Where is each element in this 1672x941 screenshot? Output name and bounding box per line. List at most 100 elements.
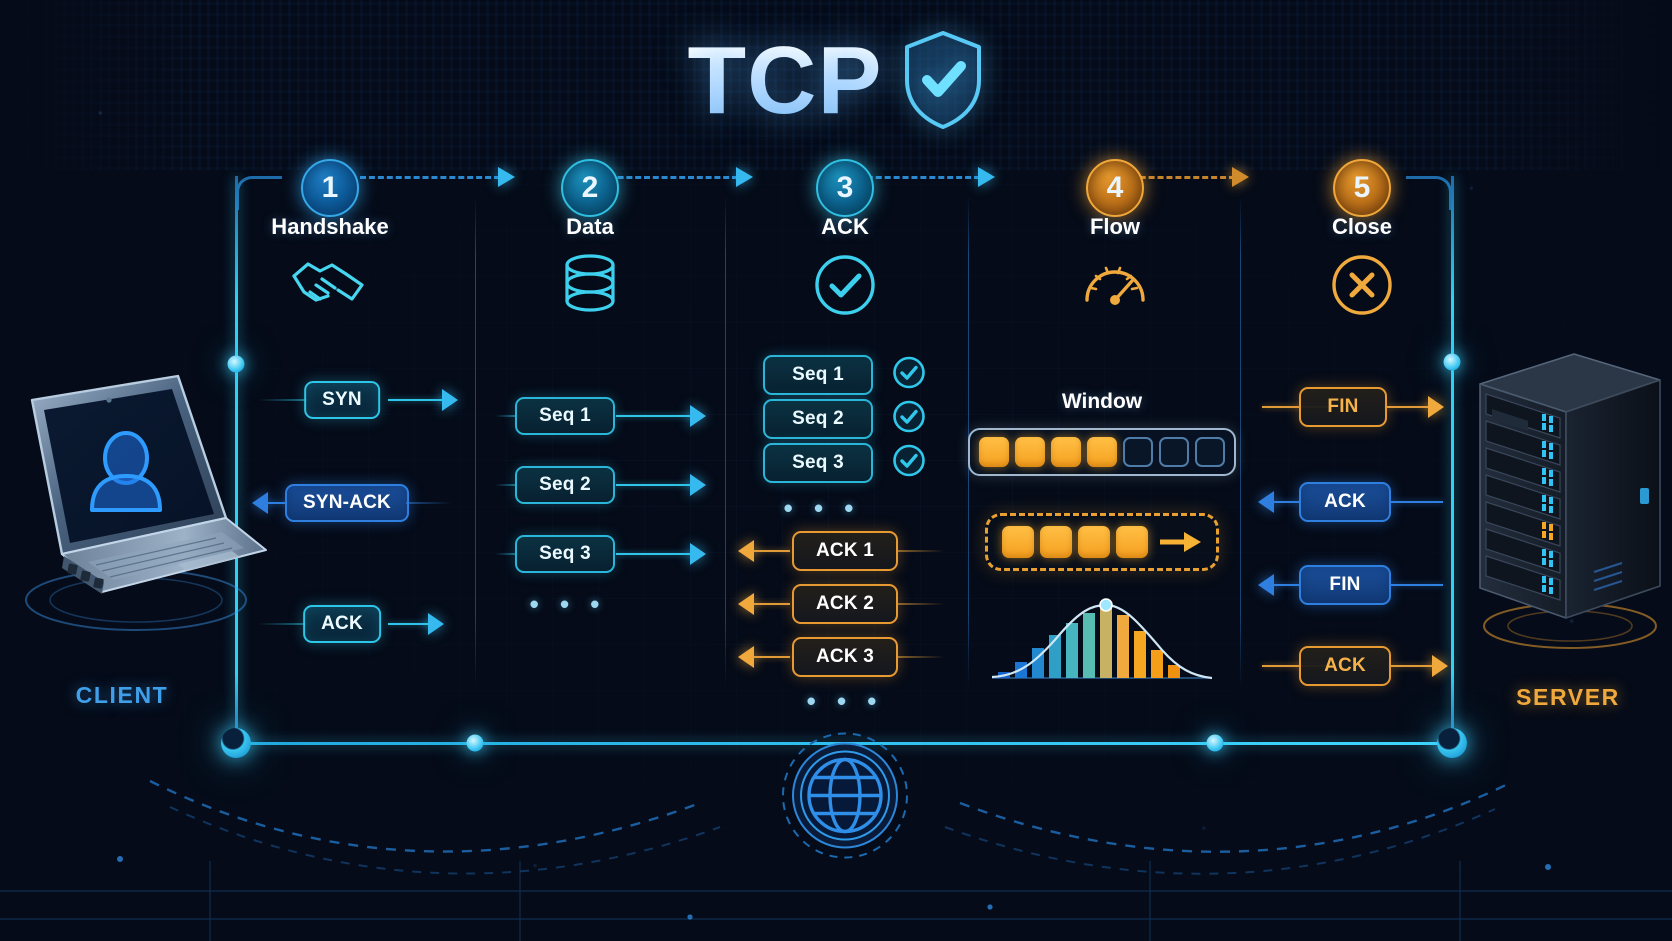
message-label: ACK <box>1324 655 1366 676</box>
check-circle-icon <box>892 356 926 395</box>
segment-pill-seq-2[interactable]: Seq 2 <box>515 466 615 504</box>
bottom-node-data <box>466 734 484 752</box>
step-label-flow: Flow <box>1089 214 1141 239</box>
received-pill-seq-1[interactable]: Seq 1 <box>763 355 873 395</box>
fin2-arrow-left <box>1258 574 1274 596</box>
message-label: SYN-ACK <box>303 492 391 513</box>
gauge-icon <box>1079 252 1151 323</box>
sliding-window-box[interactable] <box>985 513 1219 571</box>
server-rack-icon <box>1470 340 1670 655</box>
message-pill-fin-1[interactable]: FIN <box>1299 387 1387 427</box>
syn-arrow-right <box>442 389 458 411</box>
ack2-wire-right <box>898 603 944 605</box>
step-connector-3-4 <box>840 176 980 179</box>
synack-wire-left <box>268 502 288 504</box>
ack-final-arrow-right <box>1432 655 1448 677</box>
arrow-right-icon <box>1160 529 1202 555</box>
data-more-indicator: • • • <box>529 589 607 619</box>
ack-more-indicator: • • • <box>806 686 884 716</box>
received-pill-seq-2[interactable]: Seq 2 <box>763 399 873 439</box>
received-label: Seq 3 <box>792 452 844 473</box>
fin2-wire-left <box>1274 584 1300 586</box>
step-badge-4[interactable]: 4 <box>1086 159 1144 217</box>
step-arrow-1-2 <box>498 167 516 192</box>
message-pill-fin-2[interactable]: FIN <box>1299 565 1391 605</box>
client-rail <box>235 176 238 742</box>
synack-wire-right <box>406 502 452 504</box>
seq3-wire-left <box>495 553 517 555</box>
ack-received-more-indicator: • • • <box>783 493 861 523</box>
step-number: 3 <box>836 171 854 204</box>
syn-wire-right <box>388 399 448 401</box>
step-badge-2[interactable]: 2 <box>561 159 619 217</box>
seq3-arrow <box>690 543 706 565</box>
ack1-arrow-left <box>738 540 754 562</box>
message-pill-ack-close[interactable]: ACK <box>1299 482 1391 522</box>
window-segment-filled <box>1051 437 1081 467</box>
step-connector-4-5 <box>1095 176 1235 179</box>
background-circuit-strip <box>0 0 1672 170</box>
server-rail <box>1451 176 1454 742</box>
step-number: 1 <box>321 171 339 204</box>
received-pill-seq-3[interactable]: Seq 3 <box>763 443 873 483</box>
window-segment-filled <box>1087 437 1117 467</box>
ack2-wire-left <box>754 603 790 605</box>
ack-arrow-right <box>428 613 444 635</box>
database-icon <box>559 252 621 325</box>
rail-corner-right <box>1406 176 1452 210</box>
seq1-wire-left <box>495 415 517 417</box>
window-segment-filled <box>979 437 1009 467</box>
sliding-segment <box>1002 526 1034 558</box>
rail-corner-left <box>236 176 282 210</box>
step-label-close: Close <box>1332 214 1392 239</box>
ack-final-wire-right <box>1391 665 1437 667</box>
message-pill-ack-final[interactable]: ACK <box>1299 646 1391 686</box>
sliding-segment <box>1040 526 1072 558</box>
window-segment-empty <box>1159 437 1189 467</box>
step-badge-5[interactable]: 5 <box>1333 159 1391 217</box>
message-pill-ack-2[interactable]: ACK 2 <box>792 584 898 624</box>
segment-label: Seq 2 <box>539 474 591 495</box>
step-badge-3[interactable]: 3 <box>816 159 874 217</box>
window-title: Window <box>1061 390 1143 413</box>
step-connector-1-2 <box>360 176 500 179</box>
ack1-wire-left <box>754 550 790 552</box>
bottom-node-server <box>1437 728 1467 758</box>
message-pill-ack-1[interactable]: ACK 1 <box>792 531 898 571</box>
ack-close-wire-right <box>1391 501 1443 503</box>
sliding-segment <box>1116 526 1148 558</box>
message-label: FIN <box>1327 396 1359 417</box>
bottom-node-close <box>1206 734 1224 752</box>
window-bar[interactable] <box>968 428 1236 476</box>
fin2-wire-right <box>1391 584 1443 586</box>
segment-pill-seq-3[interactable]: Seq 3 <box>515 535 615 573</box>
step-arrow-4-5 <box>1232 167 1250 192</box>
message-label: SYN <box>322 389 362 410</box>
message-pill-syn[interactable]: SYN <box>304 381 380 419</box>
server-rail-node <box>1443 353 1461 371</box>
ack-wire-right <box>388 623 432 625</box>
message-label: ACK 2 <box>815 593 874 614</box>
message-label: ACK <box>321 613 363 634</box>
message-label: ACK 1 <box>815 540 874 561</box>
seq2-arrow <box>690 474 706 496</box>
ack-close-wire-left <box>1274 501 1300 503</box>
ack1-wire-right <box>898 550 944 552</box>
ack2-arrow-left <box>738 593 754 615</box>
message-pill-syn-ack[interactable]: SYN-ACK <box>285 484 409 522</box>
bottom-decoration <box>0 779 1672 941</box>
message-pill-ack-3[interactable]: ACK 3 <box>792 637 898 677</box>
seq3-wire-right <box>616 553 696 555</box>
seq1-arrow <box>690 405 706 427</box>
window-segment-filled <box>1015 437 1045 467</box>
segment-pill-seq-1[interactable]: Seq 1 <box>515 397 615 435</box>
ack3-arrow-left <box>738 646 754 668</box>
title-text: TCP <box>687 26 883 134</box>
globe-icon[interactable] <box>779 730 911 867</box>
client-rail-node <box>227 355 245 373</box>
message-label: ACK <box>1324 491 1366 512</box>
step-badge-1[interactable]: 1 <box>301 159 359 217</box>
seq1-wire-right <box>616 415 696 417</box>
message-pill-ack-handshake[interactable]: ACK <box>303 605 381 643</box>
step-label-handshake: Handshake <box>271 214 389 239</box>
